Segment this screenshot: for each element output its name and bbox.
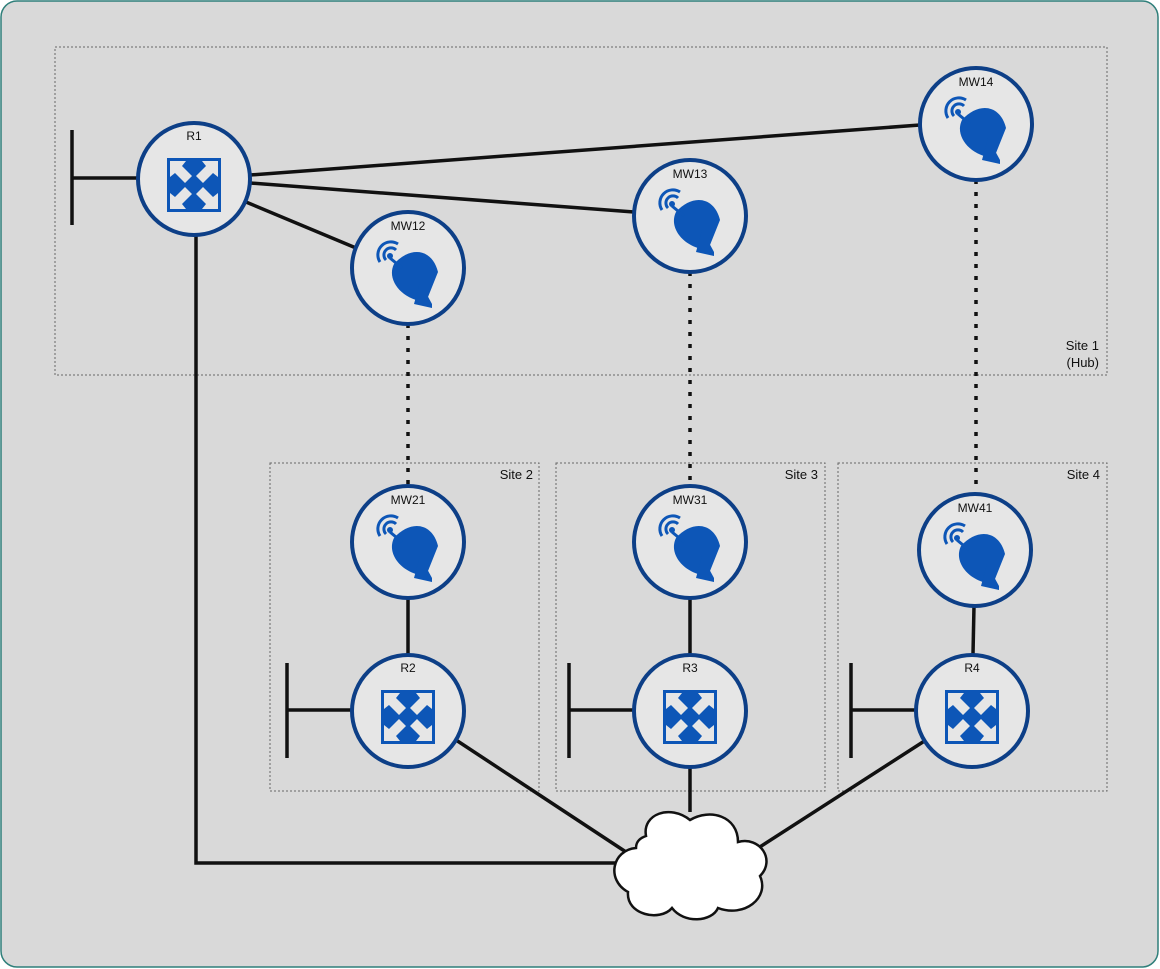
site-1-boundary <box>54 46 1108 376</box>
site-2-boundary <box>269 462 540 792</box>
link-r1-mw13 <box>249 181 635 214</box>
router-label: R3 <box>682 661 698 675</box>
microwave-mw21[interactable]: MW21 <box>350 484 466 600</box>
site-3-boundary <box>555 462 826 792</box>
microwave-label: MW12 <box>391 219 426 233</box>
microwave-mw41[interactable]: MW41 <box>917 492 1033 608</box>
microwave-label: MW41 <box>958 501 993 515</box>
site-2-label: Site 2 <box>500 467 533 482</box>
cloud-icon <box>613 810 768 921</box>
router-icon <box>945 690 999 744</box>
site-4-label: Site 4 <box>1067 467 1100 482</box>
router-label: R1 <box>186 129 202 143</box>
microwave-label: MW21 <box>391 493 426 507</box>
microwave-label: MW13 <box>673 167 708 181</box>
router-r4[interactable]: R4 <box>914 653 1030 769</box>
link-r1-cloud <box>194 236 616 865</box>
site-4-boundary <box>837 462 1108 792</box>
router-icon <box>167 158 221 212</box>
router-icon <box>663 690 717 744</box>
site-1-sublabel: (Hub) <box>1066 355 1099 370</box>
microwave-label: MW31 <box>673 493 708 507</box>
microwave-label: MW14 <box>959 75 994 89</box>
microwave-mw14[interactable]: MW14 <box>918 66 1034 182</box>
router-r3[interactable]: R3 <box>632 653 748 769</box>
router-r2[interactable]: R2 <box>350 653 466 769</box>
microwave-mw31[interactable]: MW31 <box>632 484 748 600</box>
link-r4-cloud <box>751 738 927 854</box>
router-r1[interactable]: R1 <box>136 121 252 237</box>
link-mw41-r4 <box>971 605 976 655</box>
microwave-mw13[interactable]: MW13 <box>632 158 748 274</box>
link-r1-mw14 <box>249 123 921 177</box>
site-3-label: Site 3 <box>785 467 818 482</box>
link-r2-cloud <box>455 738 627 854</box>
microwave-mw12[interactable]: MW12 <box>350 210 466 326</box>
router-label: R4 <box>964 661 980 675</box>
router-label: R2 <box>400 661 416 675</box>
router-icon <box>381 690 435 744</box>
link-r1-mw12 <box>245 200 357 250</box>
site-1-label: Site 1 <box>1066 338 1099 353</box>
